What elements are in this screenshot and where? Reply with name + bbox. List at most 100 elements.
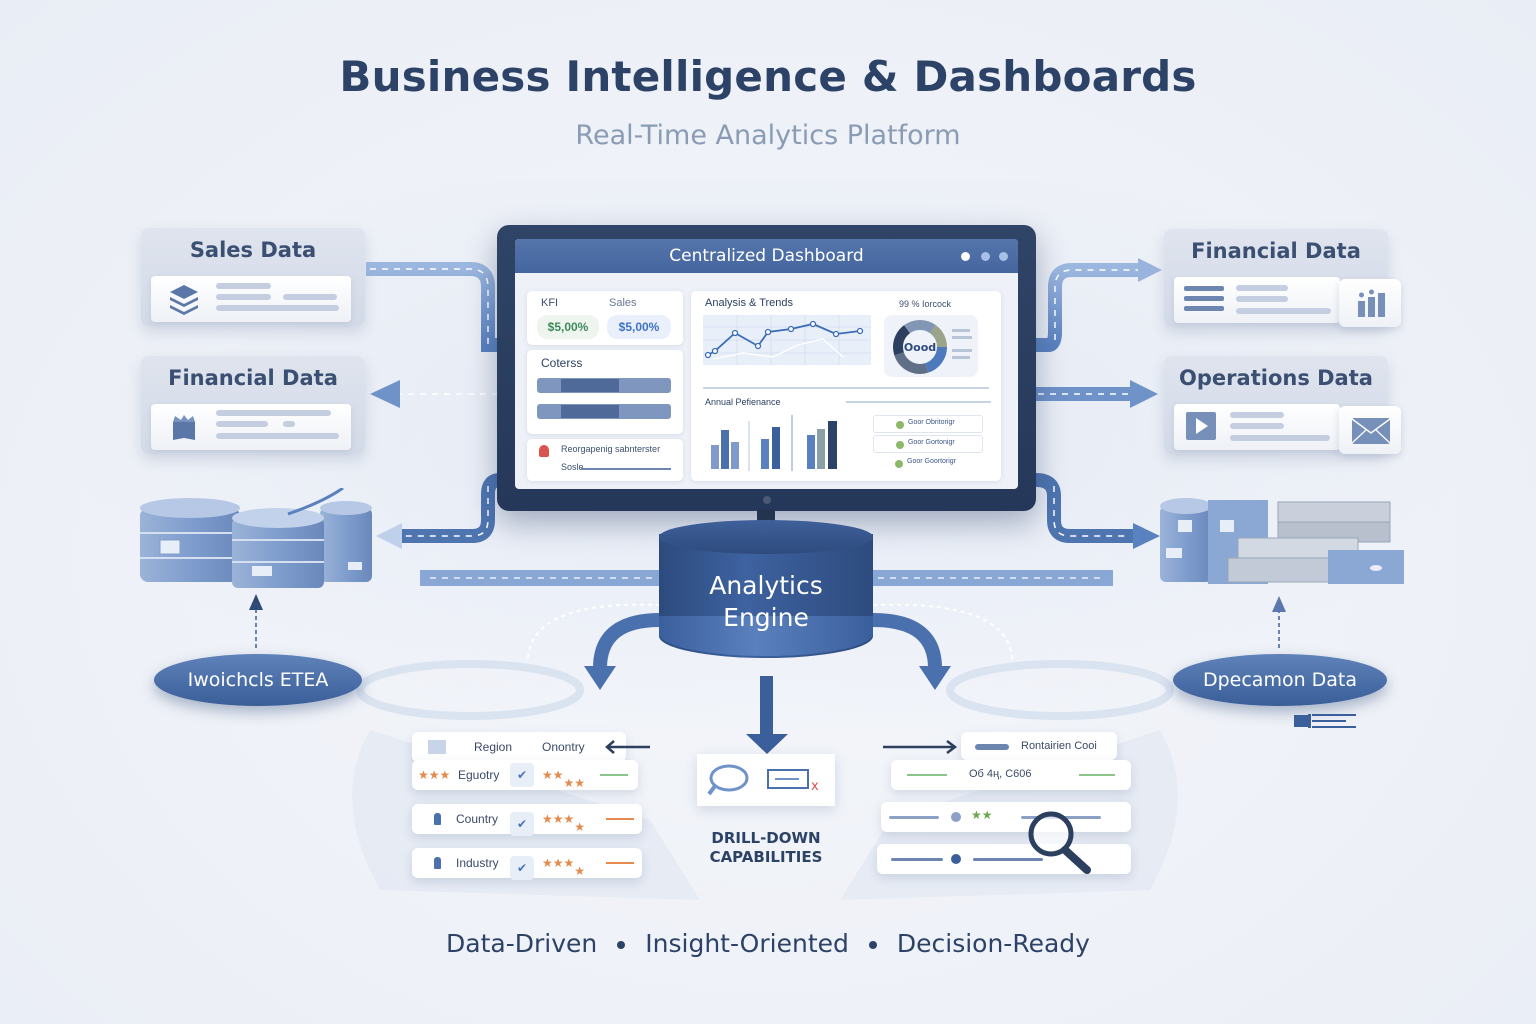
tagline-item: Decision-Ready	[896, 929, 1090, 958]
source-card-sales[interactable]: Sales Data	[141, 228, 365, 326]
source-card-body	[1174, 277, 1340, 323]
forecast-label: 99 % Iorcock	[899, 299, 952, 309]
server-stack-right-icon	[1160, 498, 1404, 584]
drill-down-caption: DRILL-DOWN CAPABILITIES	[709, 829, 823, 866]
source-card-operations[interactable]: Operations Data	[1164, 356, 1401, 454]
column-country: Onontry	[542, 740, 585, 754]
page-subtitle: Real-Time Analytics Platform	[575, 120, 961, 151]
annual-list-item[interactable]: Goor Goortorigr	[873, 455, 983, 473]
dashboard-titlebar: Centralized Dashboard	[515, 239, 1018, 273]
chevron-down-icon[interactable]: ✔	[510, 763, 534, 787]
play-icon	[1186, 412, 1216, 440]
rating-stars: ★★★	[418, 768, 451, 782]
dashboard-screen: Centralized Dashboard KFI Sales $5,00% $…	[515, 239, 1018, 489]
rating-stars: ★★★★	[542, 768, 586, 790]
source-card-label: Financial Data	[168, 366, 338, 390]
annual-title: Annual Pefienance	[705, 397, 781, 407]
arrow-right-icon	[883, 740, 958, 754]
kpi-panel: KFI Sales $5,00% $5,00%	[527, 291, 683, 345]
drill-right-row[interactable]: ★★	[881, 802, 1131, 832]
annual-list: Goor Obritorigr Goor Gortonigr Goor Goor…	[873, 415, 983, 475]
user-icon	[539, 445, 549, 457]
analysis-panel: Analysis & Trends 99 % Iorcock	[691, 291, 1001, 481]
disc-label-right[interactable]: Dpecamon Data	[1173, 654, 1387, 706]
annual-list-item[interactable]: Goor Obritorigr	[873, 415, 983, 433]
tagline: Data-Driven Insight-Oriented Decision-Read…	[0, 929, 1536, 958]
source-card-financial-left[interactable]: Financial Data	[141, 356, 365, 454]
annual-bar-chart	[711, 415, 837, 471]
arrow-left-icon	[605, 740, 650, 754]
database-stack-left-icon	[140, 488, 372, 588]
cohorts-panel: Coterss	[527, 350, 683, 434]
window-dot-3[interactable]	[999, 252, 1008, 261]
drill-center-card[interactable]: x	[697, 754, 835, 806]
drill-header-row: Region Onontry	[412, 732, 626, 762]
trends-title: Analysis & Trends	[705, 297, 794, 309]
list-icon	[1184, 286, 1224, 311]
rating-stars: ★★★★	[542, 856, 586, 878]
cohort-row[interactable]	[537, 378, 671, 393]
trend-line-chart	[703, 315, 871, 365]
drill-right-header: Rontairien Cooi	[961, 732, 1117, 760]
annual-list-item[interactable]: Goor Gortonigr	[873, 435, 983, 453]
trend-arrow-icon	[606, 818, 634, 820]
bullet-separator	[617, 941, 626, 949]
donut-chart: Oood	[893, 320, 947, 374]
pin-icon	[434, 813, 441, 825]
trend-arrow-icon	[606, 862, 634, 864]
filter-list-icon	[1294, 714, 1356, 728]
source-card-financial-right[interactable]: Financial Data	[1164, 229, 1401, 327]
side-tile	[1339, 279, 1401, 327]
engine-label: Analytics Engine	[709, 571, 823, 632]
rating-stars: ★★★★	[542, 812, 586, 834]
report-row: Sosle	[561, 462, 584, 472]
donut-center: Oood	[904, 341, 936, 354]
drill-right-row[interactable]: Oб 4ң, C606	[891, 760, 1131, 790]
dashboard-monitor: Centralized Dashboard KFI Sales $5,00% $…	[497, 225, 1036, 511]
bullet-separator	[868, 941, 877, 949]
disc-label-left[interactable]: Iwoichcls ETEA	[154, 654, 362, 706]
sales-value: $5,00%	[607, 315, 671, 339]
monitor-power-dot	[763, 496, 771, 504]
window-dot-2[interactable]	[981, 252, 990, 261]
source-card-body	[151, 404, 351, 450]
drill-right-panel: Rontairien Cooi Oб 4ң, C606 ★★	[875, 730, 1135, 890]
tagline-item: Insight-Oriented	[645, 929, 849, 958]
report-row: Reorgapenig sabnterster	[561, 444, 661, 454]
source-card-label: Operations Data	[1179, 366, 1373, 390]
layers-icon	[170, 285, 198, 315]
tagline-item: Data-Driven	[446, 929, 598, 958]
envelope-icon	[1352, 418, 1390, 444]
page-title: Business Intelligence & Dashboards	[339, 52, 1197, 101]
card-dismiss-icon: x	[767, 769, 819, 794]
kpi-label: KFI	[541, 297, 559, 309]
sales-label: Sales	[609, 297, 637, 309]
hierarchy-icon	[428, 740, 446, 754]
source-card-body	[151, 276, 351, 322]
drill-left-panel: Region Onontry ★★★ Eguotry ✔ ★★★★ Countr…	[410, 730, 650, 890]
drill-row-eguotry[interactable]: ★★★ Eguotry ✔ ★★★★	[412, 760, 638, 790]
column-region: Region	[474, 740, 513, 754]
dashboard-title: Centralized Dashboard	[669, 246, 864, 266]
bar-chart-icon	[1358, 289, 1385, 317]
side-tile	[1339, 406, 1401, 454]
chevron-down-icon[interactable]: ✔	[510, 856, 534, 880]
drill-row-industry[interactable]: Industry ✔ ★★★★	[412, 848, 642, 880]
cohorts-title: Coterss	[541, 356, 583, 370]
donut-card: Oood	[884, 315, 978, 377]
svg-text:x: x	[811, 779, 819, 794]
source-card-label: Financial Data	[1191, 239, 1361, 263]
drill-row-country[interactable]: Country ✔ ★★★★	[412, 804, 642, 836]
analytics-engine[interactable]: Analytics Engine	[659, 520, 873, 672]
source-card-label: Sales Data	[189, 238, 317, 262]
search-magnifier-icon[interactable]	[1021, 808, 1101, 878]
box-icon	[173, 415, 195, 440]
window-dot-1[interactable]	[961, 252, 970, 261]
rating-stars: ★★	[971, 808, 993, 822]
source-card-body	[1174, 404, 1340, 450]
cohort-row[interactable]	[537, 404, 671, 419]
pin-icon	[434, 857, 441, 869]
magnifier-icon	[707, 764, 749, 796]
chevron-down-icon[interactable]: ✔	[510, 812, 534, 836]
kpi-value: $5,00%	[537, 315, 599, 339]
